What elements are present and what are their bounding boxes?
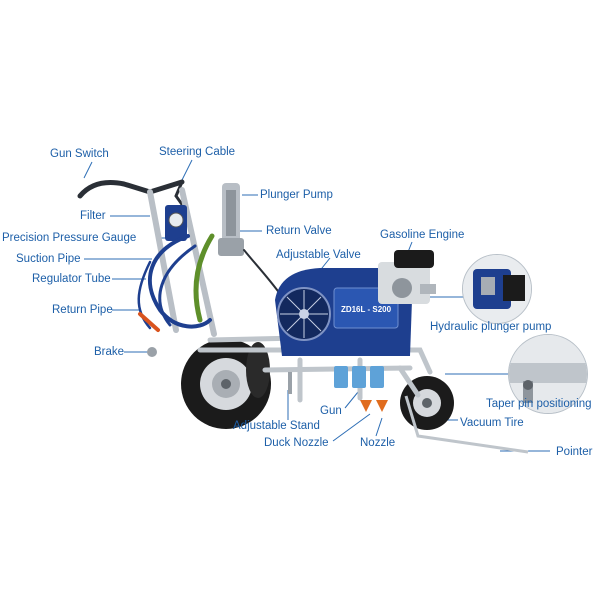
label-return-pipe: Return Pipe <box>52 304 113 316</box>
label-steering-cable: Steering Cable <box>159 146 236 158</box>
label-vacuum-tire: Vacuum Tire <box>460 417 524 429</box>
label-gun-switch: Gun Switch <box>50 148 109 160</box>
label-gasoline-engine: Gasoline Engine <box>380 229 465 241</box>
label-brake: Brake <box>94 346 125 358</box>
hydraulic-pump-inset-image <box>463 255 531 323</box>
taper-pin-inset <box>508 334 588 414</box>
machine-body <box>275 268 412 356</box>
rear-wheel-inner <box>246 342 270 398</box>
spray-guns <box>334 366 388 412</box>
label-taper-pin-positioning: Taper pin positioning <box>486 398 592 410</box>
label-return-valve: Return Valve <box>266 225 332 237</box>
label-regulator-tube: Regulator Tube <box>32 273 111 285</box>
plunger-pump <box>218 183 244 256</box>
pressure-gauge <box>168 212 184 228</box>
label-filter: Filter <box>80 210 106 222</box>
hydraulic-pump-inset <box>462 254 532 324</box>
brake-lever <box>147 347 157 357</box>
label-plunger-pump: Plunger Pump <box>260 189 333 201</box>
pointer-rod <box>404 395 529 454</box>
taper-pin-inset-image <box>509 335 587 413</box>
label-adjustable-valve: Adjustable Valve <box>276 249 361 261</box>
label-gun: Gun <box>320 405 342 417</box>
label-hydraulic-plunger-pump: Hydraulic plunger pump <box>430 321 552 333</box>
label-adjustable-stand: Adjustable Stand <box>233 420 320 432</box>
label-nozzle: Nozzle <box>360 437 396 449</box>
label-suction-pipe: Suction Pipe <box>16 253 81 265</box>
gasoline-engine <box>378 250 436 304</box>
label-pointer: Pointer <box>556 446 593 458</box>
handlebar <box>77 179 185 199</box>
label-precision-pressure-gauge: Precision Pressure Gauge <box>2 232 137 244</box>
label-duck-nozzle: Duck Nozzle <box>264 437 329 449</box>
machine-model-plate: ZD16L - S200 <box>341 305 392 314</box>
